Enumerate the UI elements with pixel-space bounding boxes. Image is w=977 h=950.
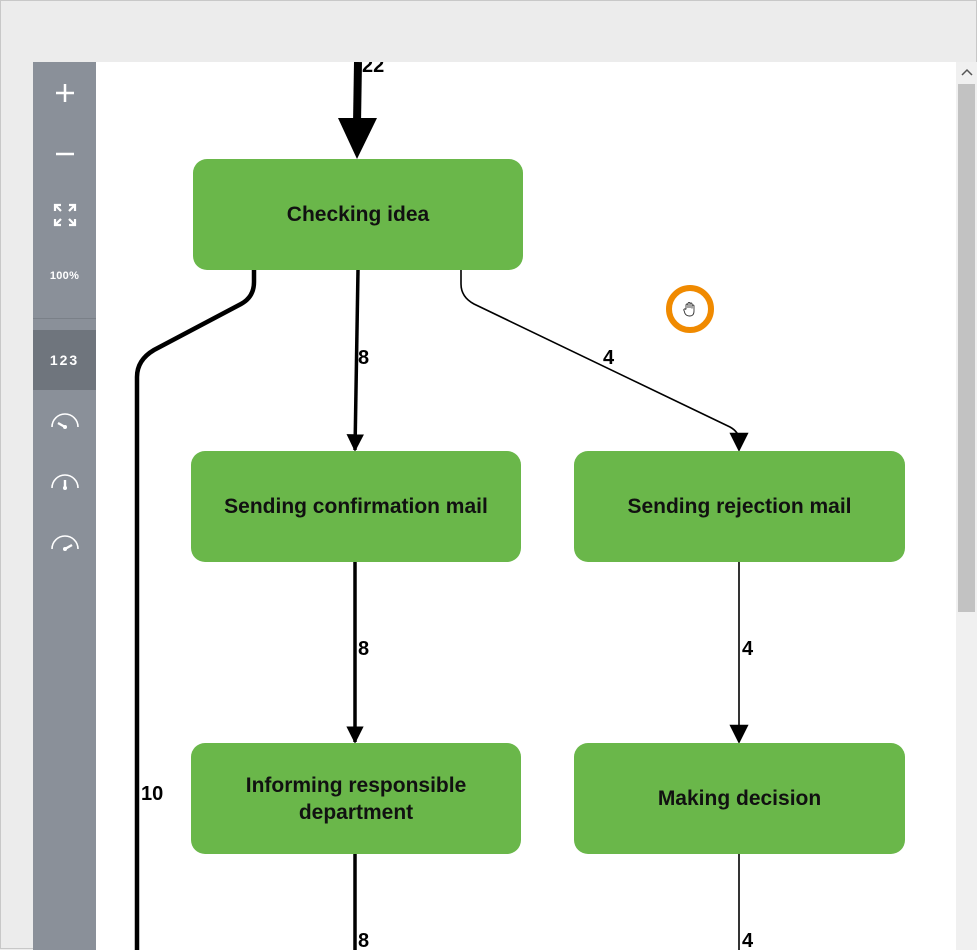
node-label: Sending rejection mail [627, 495, 852, 518]
cursor-highlight [666, 285, 714, 333]
node-sending-rejection-mail[interactable]: Sending rejection mail [574, 451, 905, 562]
fullscreen-icon [53, 203, 76, 227]
node-label-line1: Informing responsible [245, 773, 467, 797]
gauge-medium-icon [50, 474, 79, 490]
zoom-level-button[interactable]: 100% [33, 246, 96, 306]
edge-label-rejection-to-decision: 4 [742, 638, 754, 660]
speed-fast-button[interactable] [33, 513, 96, 573]
process-map-canvas[interactable]: 22 8 4 10 8 4 8 4 Checking idea Sending … [96, 62, 956, 950]
zoom-in-button[interactable] [33, 63, 96, 123]
node-label: Checking idea [286, 203, 430, 226]
zoom-level-label: 100% [49, 270, 80, 282]
edge-label-decision-out: 4 [742, 930, 754, 950]
edge-label-checking-bypass: 10 [141, 783, 164, 805]
edge-incoming[interactable] [338, 62, 377, 159]
node-label: Sending confirmation mail [224, 495, 488, 518]
grab-hand-icon [683, 302, 695, 317]
edge-checking-bypass[interactable] [134, 270, 257, 950]
edge-checking-to-confirmation[interactable] [346, 269, 365, 452]
show-numbers-toggle[interactable]: 123 [33, 330, 96, 390]
view-toolbar: 100% 123 [33, 62, 96, 950]
edge-layer [134, 62, 749, 950]
toolbar-divider [33, 318, 96, 319]
node-label-line2: department [298, 800, 414, 824]
show-numbers-label: 123 [49, 352, 80, 368]
edge-label-checking-to-confirmation: 8 [358, 347, 370, 369]
edge-label-informing-out: 8 [358, 930, 370, 950]
gauge-fast-icon [50, 535, 79, 551]
node-checking-idea[interactable]: Checking idea [193, 159, 523, 270]
node-informing-responsible-department[interactable]: Informing responsible department [191, 743, 521, 854]
edge-label-confirmation-to-informing: 8 [358, 638, 370, 660]
node-sending-confirmation-mail[interactable]: Sending confirmation mail [191, 451, 521, 562]
gauge-slow-icon [50, 413, 79, 429]
speed-medium-button[interactable] [33, 452, 96, 512]
fit-to-screen-button[interactable] [33, 185, 96, 245]
node-label: Making decision [657, 787, 822, 810]
zoom-out-button[interactable] [33, 124, 96, 184]
edge-label-checking-to-rejection: 4 [603, 347, 615, 369]
edge-checking-to-rejection[interactable] [460, 270, 749, 452]
scroll-up-button[interactable] [956, 62, 977, 82]
speed-slow-button[interactable] [33, 391, 96, 451]
edge-label-incoming: 22 [362, 62, 385, 77]
chevron-up-icon [960, 68, 973, 76]
scrollbar-thumb[interactable] [958, 84, 975, 612]
minus-icon [55, 152, 74, 156]
plus-icon [55, 84, 74, 102]
vertical-scrollbar[interactable] [956, 62, 977, 950]
node-making-decision[interactable]: Making decision [574, 743, 905, 854]
